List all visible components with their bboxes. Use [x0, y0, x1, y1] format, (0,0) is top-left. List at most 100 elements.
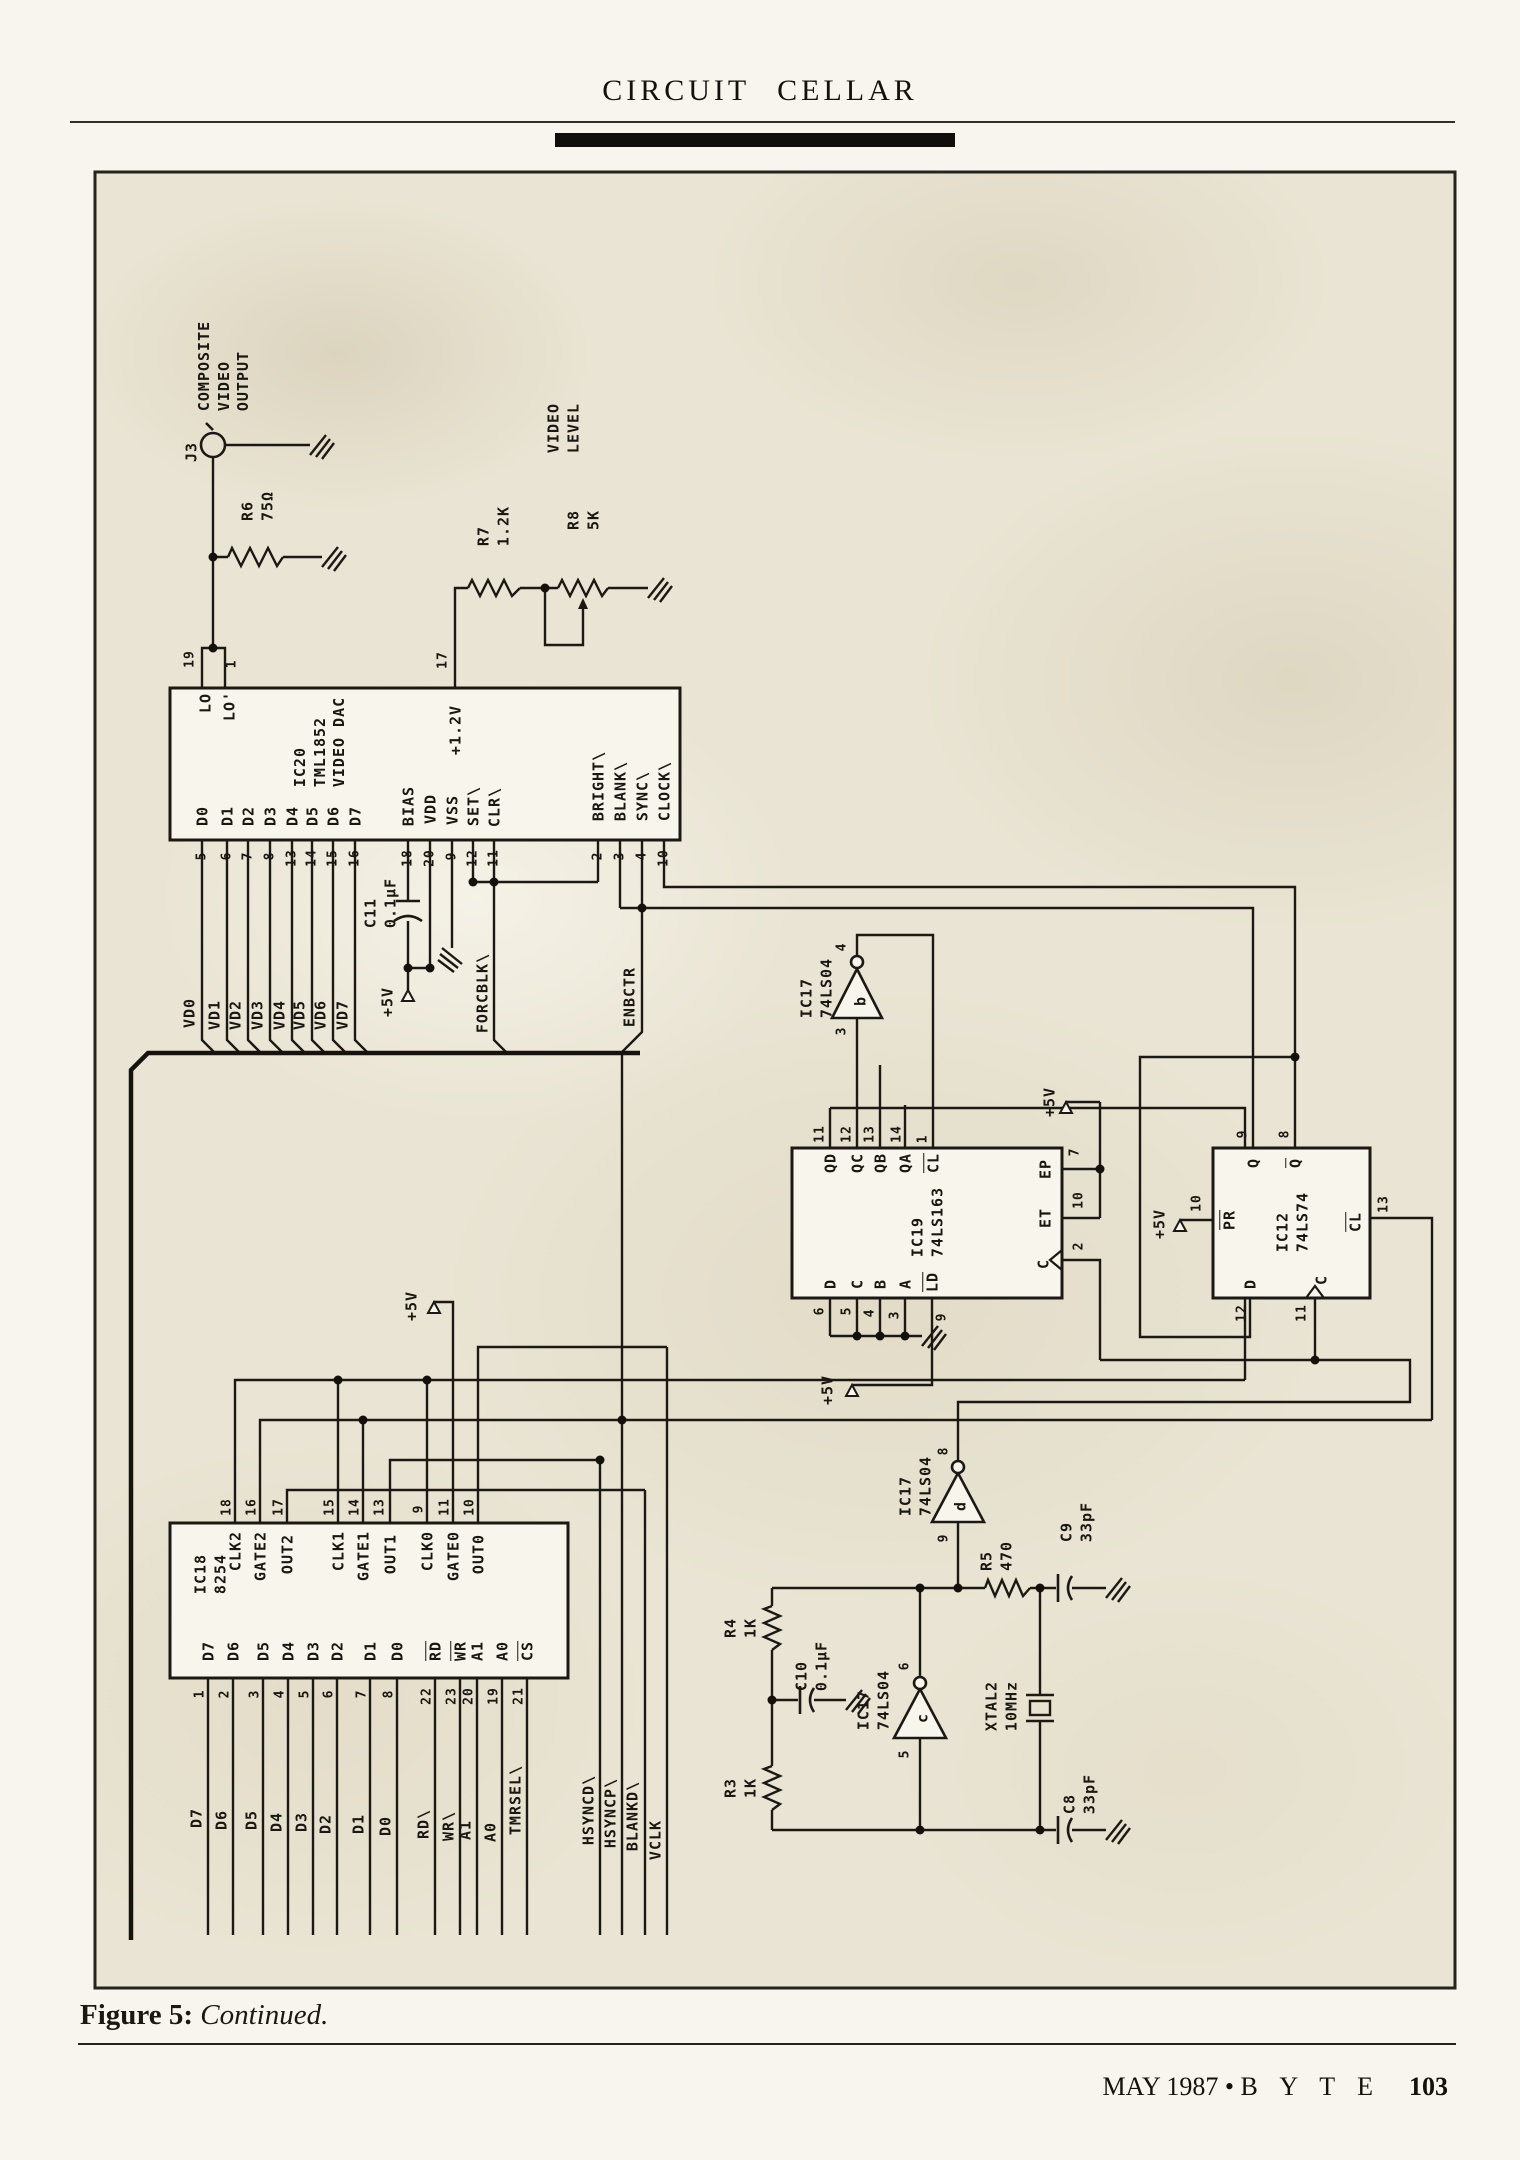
label-r4: R4 1K: [721, 1617, 760, 1639]
ic-boxes: [168, 686, 1372, 1680]
footer-issue: MAY 1987: [1102, 2072, 1219, 2101]
ic20-clock: CLOCK\: [655, 760, 674, 822]
ic20-d0: D0: [193, 805, 212, 827]
ic19-qc: QC: [848, 1152, 867, 1174]
sig-d5: D5: [242, 1809, 261, 1831]
label-c9: C9 33pF: [1057, 1501, 1096, 1543]
ic19-n14: 14: [889, 1125, 905, 1143]
ic20-d6: D6: [324, 805, 343, 827]
ic20-n10: 10: [656, 849, 672, 867]
ic18-gate2: GATE2: [251, 1530, 270, 1582]
ic18-clk0: CLK0: [418, 1530, 437, 1572]
clock-input-chevrons: [1048, 1249, 1325, 1299]
label-j3-name: COMPOSITE VIDEO OUTPUT: [194, 320, 252, 412]
ic17c-inverter: [891, 1686, 949, 1740]
label-r6: R6 75Ω: [238, 490, 277, 522]
ic17c-n6: 6: [897, 1661, 913, 1671]
ic17b-n4: 4: [834, 942, 850, 952]
ic18-n10: 10: [462, 1498, 478, 1516]
sig-rd: RD\: [414, 1808, 433, 1840]
ic19-n2: 2: [1071, 1241, 1087, 1251]
ic20-n15: 15: [325, 849, 341, 867]
ic18-gate1: GATE1: [354, 1530, 373, 1582]
label-vd7: VD7: [333, 999, 352, 1031]
ic12-n8: 8: [1277, 1129, 1293, 1139]
ic19-qb: QB: [871, 1152, 890, 1174]
ic18-m22: 22: [419, 1687, 435, 1705]
ic20-12v: +1.2V: [446, 704, 465, 756]
ic19-n7: 7: [1067, 1147, 1083, 1157]
ic19-ld: LD: [923, 1271, 942, 1293]
ic20-d1: D1: [218, 805, 237, 827]
ic18-n18: 18: [219, 1498, 235, 1516]
label-forcblk: FORCBLK\: [473, 952, 492, 1034]
ic18-m2: 2: [217, 1689, 233, 1699]
ic18-n11: 11: [437, 1498, 453, 1516]
resistor-symbols: [226, 545, 1031, 1811]
ic20-d7: D7: [346, 805, 365, 827]
ic20-blank: BLANK\: [611, 760, 630, 822]
ic19-qa: QA: [896, 1152, 915, 1174]
ic18-d3: D3: [304, 1640, 323, 1662]
ic20-n2: 2: [590, 851, 606, 861]
ic20-sync: SYNC\: [633, 770, 652, 822]
sig-d1: D1: [349, 1813, 368, 1835]
ic18-out2: OUT2: [278, 1533, 297, 1575]
ic18-d0: D0: [388, 1640, 407, 1662]
ic18-clk2: CLK2: [226, 1530, 245, 1572]
ic18-n15: 15: [322, 1498, 338, 1516]
ic20-n4: 4: [634, 851, 650, 861]
ic12-qbar: Q: [1286, 1157, 1305, 1169]
ic12-box: [1211, 1146, 1372, 1300]
label-r5: R5 470: [977, 1540, 1016, 1572]
ic19-d: D: [821, 1278, 840, 1290]
ic18-m19: 19: [486, 1687, 502, 1705]
ic12-pr: PR: [1220, 1209, 1239, 1231]
ic18-n16: 16: [244, 1498, 260, 1516]
junction-dots: [208, 552, 1320, 1835]
ic18-gate0: GATE0: [444, 1530, 463, 1582]
ic18-d4: D4: [279, 1640, 298, 1662]
ic18-out1: OUT1: [381, 1533, 400, 1575]
ic17d-title: IC17 74LS04: [896, 1455, 935, 1517]
label-xtal2: XTAL2 10MHz: [982, 1680, 1021, 1732]
ic19-n10: 10: [1071, 1191, 1087, 1209]
label-r3: R3 1K: [721, 1777, 760, 1799]
ic18-out0: OUT0: [469, 1533, 488, 1575]
ic20-pin17-num: 17: [435, 651, 451, 669]
ic17d-n8: 8: [936, 1446, 952, 1456]
ic17c-title: IC17 74LS04: [854, 1669, 893, 1731]
sig-blankd: BLANKD\: [623, 1780, 642, 1852]
label-5v-pr: +5V: [1150, 1208, 1169, 1240]
ic20-box: [168, 686, 682, 842]
figure-label: Figure 5:: [80, 1999, 194, 2031]
ic20-d2: D2: [239, 805, 258, 827]
ic12-n10: 10: [1189, 1194, 1205, 1212]
ic18-m7: 7: [354, 1689, 370, 1699]
ic18-n13: 13: [372, 1498, 388, 1516]
connector-j3: [199, 422, 227, 459]
video-data-bus: [128, 1050, 640, 1940]
ic12-n12: 12: [1234, 1304, 1250, 1322]
ic19-n13: 13: [862, 1125, 878, 1143]
ic18-rd: RD: [426, 1640, 445, 1662]
label-j3: J3: [182, 441, 201, 463]
ic19-n12: 12: [839, 1125, 855, 1143]
ic18-d1: D1: [361, 1640, 380, 1662]
header-black-bar: [555, 133, 955, 147]
ic18-m1: 1: [192, 1689, 208, 1699]
ic20-pin1-num: 1: [224, 659, 240, 669]
figure-caption-text: Continued.: [193, 1999, 329, 2031]
ic20-n20: 20: [422, 849, 438, 867]
ic17b-inverter: [829, 966, 885, 1020]
label-vd2: VD2: [226, 999, 245, 1031]
ic18-m6: 6: [321, 1689, 337, 1699]
label-5v-ld: +5V: [818, 1374, 837, 1406]
ic19-n3: 3: [887, 1310, 903, 1320]
label-vd5: VD5: [290, 999, 309, 1031]
ic18-m4: 4: [272, 1689, 288, 1699]
sig-hsyncp: HSYNCP\: [601, 1777, 620, 1849]
schematic-frame: [93, 170, 1457, 1990]
ic18-a1: A1: [468, 1640, 487, 1662]
